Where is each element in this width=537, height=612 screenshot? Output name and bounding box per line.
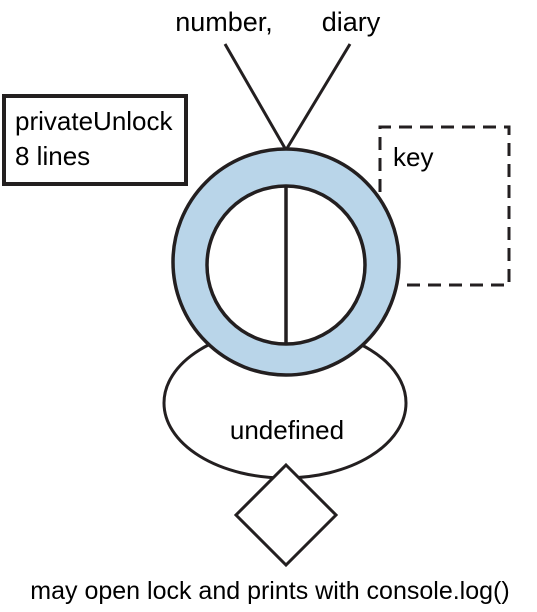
input-line-diary <box>284 43 352 151</box>
function-name: privateUnlock <box>15 106 174 136</box>
input-label-diary: diary <box>322 7 381 37</box>
closure-scope-box <box>378 125 511 287</box>
side-effect-caption: may open lock and prints with console.lo… <box>30 577 509 605</box>
closure-variable-key: key <box>393 142 433 172</box>
return-value-label: undefined <box>230 415 344 445</box>
side-effect-diamond <box>233 462 339 568</box>
input-line-number <box>223 43 288 151</box>
function-line-count: 8 lines <box>15 141 90 171</box>
input-label-number: number, <box>175 7 273 37</box>
function-name-box <box>2 94 188 186</box>
